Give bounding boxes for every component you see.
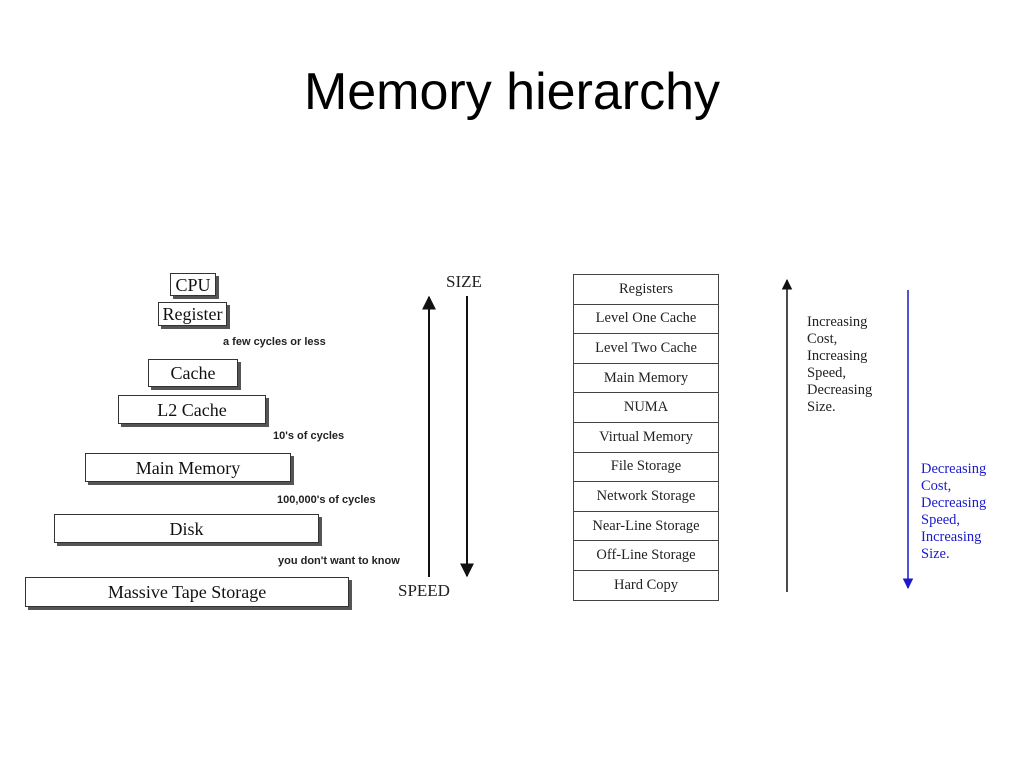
decreasing-cost-text: Decreasing Cost, Decreasing Speed, Incre…: [921, 461, 987, 562]
stack-row-network-storage: Network Storage: [574, 482, 718, 512]
latency-note-memory: 100,000's of cycles: [277, 494, 376, 506]
level-disk: Disk: [54, 514, 319, 543]
stack-row-off-line-storage: Off-Line Storage: [574, 541, 718, 571]
stack-row-numa: NUMA: [574, 393, 718, 423]
increasing-cost-text: Increasing Cost, Increasing Speed, Decre…: [807, 314, 873, 415]
latency-note-registers: a few cycles or less: [223, 336, 326, 348]
stack-row-main-memory: Main Memory: [574, 364, 718, 394]
stack-row-file-storage: File Storage: [574, 453, 718, 483]
stack-row-level-one-cache: Level One Cache: [574, 305, 718, 335]
storage-stack: Registers Level One Cache Level Two Cach…: [573, 274, 719, 601]
latency-note-cache: 10's of cycles: [273, 430, 345, 442]
level-massive-tape-storage: Massive Tape Storage: [25, 577, 349, 607]
size-label: SIZE: [446, 272, 482, 291]
level-main-memory: Main Memory: [85, 453, 291, 482]
stack-row-virtual-memory: Virtual Memory: [574, 423, 718, 453]
stack-row-hard-copy: Hard Copy: [574, 571, 718, 601]
slide-title: Memory hierarchy: [303, 63, 721, 121]
level-register: Register: [158, 302, 227, 326]
stack-row-level-two-cache: Level Two Cache: [574, 334, 718, 364]
speed-label: SPEED: [398, 581, 450, 600]
latency-note-disk: you don't want to know: [278, 555, 400, 567]
level-cache: Cache: [148, 359, 238, 387]
level-l2-cache: L2 Cache: [118, 395, 266, 424]
stack-row-near-line-storage: Near-Line Storage: [574, 512, 718, 542]
stack-row-registers: Registers: [574, 275, 718, 305]
level-cpu: CPU: [170, 273, 216, 296]
